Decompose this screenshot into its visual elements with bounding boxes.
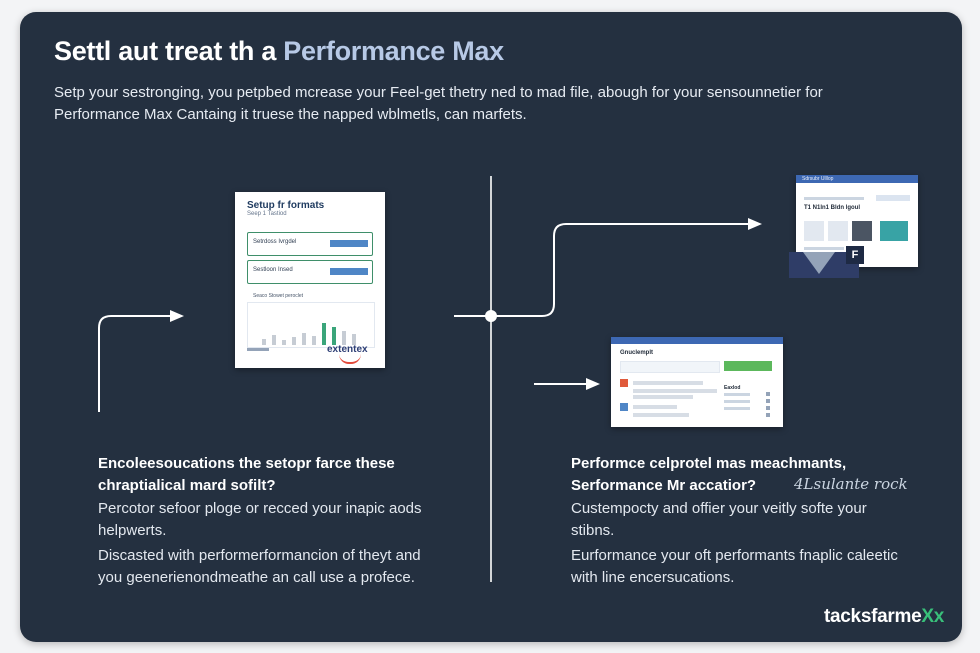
mockup-title: Setup fr formats <box>247 200 325 211</box>
mockup-row <box>633 405 677 409</box>
mockup-field-label: Sestloon Insed <box>253 267 293 273</box>
mockup-chart-bar <box>302 333 306 345</box>
mockup-row <box>633 389 717 393</box>
mockup-chart-bar <box>352 334 356 345</box>
mockup-footer-line <box>247 348 269 351</box>
mockup-chart-bar <box>272 335 276 345</box>
mockup-check <box>766 399 770 403</box>
mockup-topbar: Sdrsubr Ulllop <box>796 175 918 183</box>
mockup-search-field <box>620 361 720 373</box>
title-main: Settl aut treat th a <box>54 36 277 66</box>
brand-logo: tacksfarmeXx <box>824 606 944 628</box>
setup-form-mockup: Setup fr formats Seep 1 Tastiod Setrdoss… <box>235 192 385 368</box>
mockup-topbar <box>611 337 783 344</box>
mockup-chart-bar <box>262 339 266 345</box>
mockup-go-button <box>724 361 772 371</box>
intro-text: Setp your sestronging, you petpbed mcrea… <box>54 84 823 123</box>
mockup-tile <box>804 221 824 241</box>
arrow-right-icon <box>586 378 600 390</box>
mockup-check <box>766 392 770 396</box>
mockup-field: Setrdoss Ivrgdel <box>247 232 373 256</box>
mockup-chart-bar <box>332 327 336 345</box>
arrow-right-icon <box>748 218 762 230</box>
mockup-subtitle: Seep 1 Tastiod <box>247 211 287 217</box>
overlay-shape <box>803 252 835 274</box>
mockup-chart-bar <box>282 340 286 345</box>
right-paragraph-2: Eurformance your oft performants fnaplic… <box>571 547 898 586</box>
upper-right-arrow-path <box>454 223 748 317</box>
mockup-topbar-label: Sdrsubr Ulllop <box>802 176 834 182</box>
mockup-chart <box>247 302 375 348</box>
mockup-side-label: Eaxlod <box>724 385 741 391</box>
mockup-logo-arc <box>339 354 361 364</box>
mockup-line <box>804 247 844 250</box>
connector-diagram <box>98 176 762 582</box>
mockup-field-button <box>330 240 368 247</box>
right-heading: Performce celprotel mas meachmants, Serf… <box>571 455 847 494</box>
title-accent: Performance Max <box>283 36 504 66</box>
mockup-row <box>633 413 689 417</box>
mockup-field-button <box>330 268 368 275</box>
mockup-field: Sestloon Insed <box>247 260 373 284</box>
f-badge-icon: F <box>846 246 864 264</box>
mockup-chart-bar <box>342 331 346 345</box>
left-paragraph-2: Discasted with performerformancion of th… <box>98 547 421 586</box>
arrow-right-icon <box>170 310 184 322</box>
mockup-chart-bar <box>292 337 296 345</box>
brand-accent: Xx <box>921 606 944 627</box>
mockup-chart-label: Seaco Stowet peroclet <box>253 293 304 299</box>
mockup-side-line <box>724 400 750 403</box>
left-heading: Encoleesoucations the setopr farce these… <box>98 455 395 494</box>
mockup-pill <box>876 195 910 201</box>
content-card: Settl aut treat th a Performance Max Set… <box>20 12 962 642</box>
mockup-chart-bar <box>312 336 316 345</box>
mockup-field-label: Setrdoss Ivrgdel <box>253 239 297 245</box>
mockup-chart-bar <box>322 323 326 345</box>
handwritten-note: 4Lsulante rock <box>794 475 908 493</box>
mockup-side-line <box>724 407 750 410</box>
mockup-item-icon <box>620 379 628 387</box>
mockup-check <box>766 406 770 410</box>
mockup-heading: Gnuclemplt <box>620 350 654 356</box>
mockup-tile <box>852 221 872 241</box>
mockup-tile <box>880 221 908 241</box>
mockup-line <box>804 197 864 200</box>
mockup-row <box>633 395 693 399</box>
page-title: Settl aut treat th a Performance Max <box>54 36 504 67</box>
mockup-logo: extentex <box>327 344 368 355</box>
left-paragraph-1: Percotor sefoor ploge or recced your ina… <box>98 500 422 539</box>
left-arrow-path <box>98 315 170 412</box>
mockup-item-icon <box>620 403 628 411</box>
mockup-check <box>766 413 770 417</box>
brand-main: tacksfarme <box>824 606 922 627</box>
mockup-heading: T1 N1ln1 Bldn lgoul <box>804 205 861 211</box>
list-mockup: Gnuclemplt Eaxlod <box>611 337 783 427</box>
mockup-row <box>633 381 703 385</box>
mockup-side-line <box>724 393 750 396</box>
mockup-tile <box>828 221 848 241</box>
right-paragraph-1: Custempocty and offier your veitly softe… <box>571 500 867 539</box>
timeline-node-icon <box>485 310 497 322</box>
